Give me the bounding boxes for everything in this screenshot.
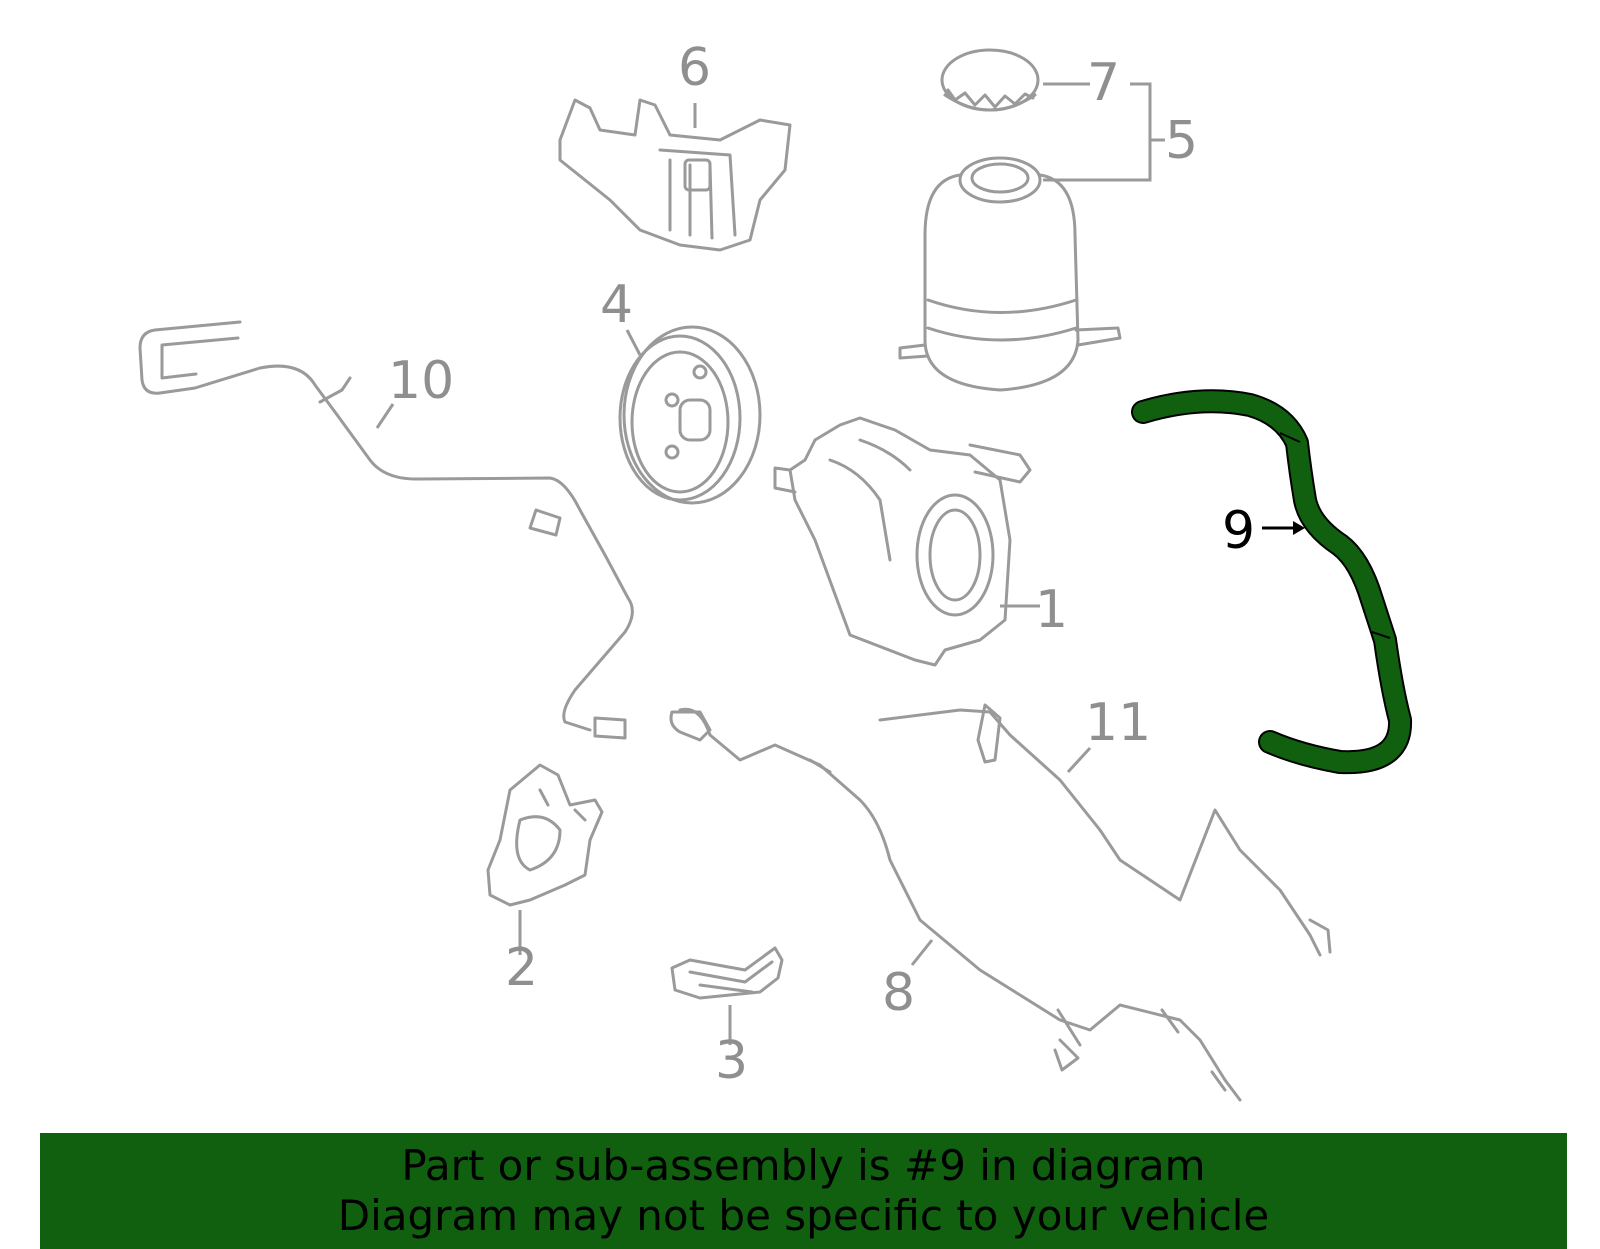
banner-line-1: Part or sub-assembly is #9 in diagram (401, 1141, 1206, 1190)
callout-2[interactable]: 2 (505, 938, 538, 998)
callout-3[interactable]: 3 (715, 1031, 748, 1091)
part-3-clamp[interactable] (670, 946, 784, 1000)
part-2-bracket[interactable] (486, 763, 604, 907)
part-11-line[interactable] (878, 703, 1332, 957)
callout-11[interactable]: 11 (1085, 693, 1151, 753)
leader-lines (375, 82, 1305, 1045)
callout-4[interactable]: 4 (600, 275, 633, 335)
callout-10[interactable]: 10 (388, 351, 454, 411)
part-7-cap[interactable] (940, 48, 1040, 112)
part-10-hose[interactable] (138, 320, 634, 740)
callout-6[interactable]: 6 (678, 38, 711, 98)
callout-5[interactable]: 5 (1165, 111, 1198, 171)
callout-9[interactable]: 9 (1222, 501, 1255, 561)
part-5-reservoir[interactable] (898, 156, 1122, 392)
callout-8[interactable]: 8 (882, 963, 915, 1023)
info-banner: Part or sub-assembly is #9 in diagram Di… (40, 1133, 1567, 1249)
callout-7[interactable]: 7 (1087, 53, 1120, 113)
banner-line-2: Diagram may not be specific to your vehi… (337, 1191, 1270, 1240)
part-1-pump[interactable] (773, 416, 1032, 667)
part-8-hose[interactable] (669, 707, 1242, 1102)
callout-1[interactable]: 1 (1035, 580, 1068, 640)
part-9-hose-highlighted[interactable] (1131, 389, 1412, 775)
part-4-pulley[interactable] (618, 325, 762, 505)
part-6-bracket[interactable] (558, 98, 792, 252)
